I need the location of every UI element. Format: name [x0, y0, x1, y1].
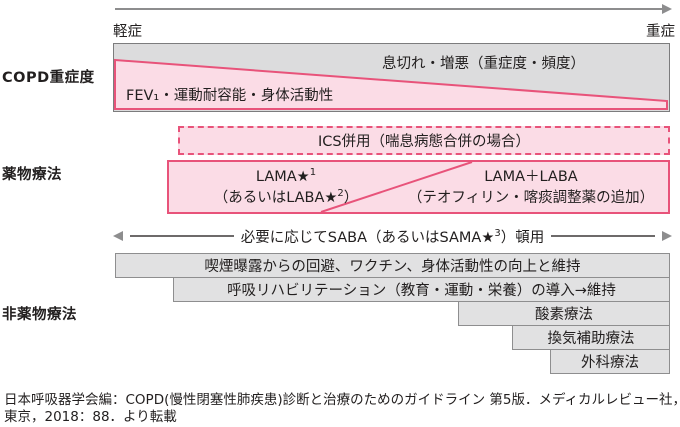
saba-arrow-line: 必要に応じてSABA（あるいはSAMA★3）頓用 — [113, 227, 672, 246]
axis-label-mild: 軽症 — [113, 24, 142, 40]
ics-box: ICS併用（喘息病態合併の場合） — [178, 126, 670, 155]
bronchodilator-box: LAMA★1 （あるいはLABA★2） LAMA＋LABA （テオフィリン・喀痰… — [167, 160, 670, 214]
bar-pulmonary-rehabilitation: 呼吸リハビリテーション（教育・運動・栄養）の導入→維持 — [173, 277, 670, 302]
citation-line2: 東京，2018：88．より転載 — [4, 409, 177, 425]
axis-label-severe: 重症 — [646, 24, 675, 40]
bar-surgical-therapy: 外科療法 — [550, 349, 670, 374]
row-label-copd-severity: COPD重症度 — [2, 70, 95, 86]
citation-line1: 日本呼吸器学会編：COPD(慢性閉塞性肺疾患)診断と治療のためのガイドライン 第… — [4, 392, 680, 408]
bronchodilator-right-cell: LAMA＋LABA （テオフィリン・喀痰調整薬の追加） — [396, 167, 666, 210]
row-label-non-pharmacotherapy: 非薬物療法 — [2, 307, 77, 323]
bar-ventilatory-support: 換気補助療法 — [512, 325, 670, 350]
severity-upper-text: 息切れ・増悪（重症度・頻度） — [382, 56, 585, 72]
arrow-shaft — [115, 8, 662, 10]
bronchodilator-diagonal — [320, 162, 473, 212]
row-label-pharmacotherapy: 薬物療法 — [2, 167, 62, 183]
arrow-right-icon — [662, 4, 672, 14]
lama-line2: （あるいはLABA★2） — [213, 188, 359, 207]
severity-split-box: 息切れ・増悪（重症度・頻度） FEV₁・運動耐容能・身体活動性 — [113, 43, 670, 112]
ics-box-text: ICS併用（喘息病態合併の場合） — [317, 134, 531, 150]
severity-pink-wedge — [114, 58, 668, 110]
lama-laba-line2: （テオフィリン・喀痰調整薬の追加） — [407, 190, 655, 207]
lama-laba-line1: LAMA＋LABA — [484, 169, 578, 185]
citation: 日本呼吸器学会編：COPD(慢性閉塞性肺疾患)診断と治療のためのガイドライン 第… — [4, 392, 680, 426]
arrow-shaft — [551, 235, 655, 237]
severity-lower-text: FEV₁・運動耐容能・身体活動性 — [126, 88, 334, 104]
bronchodilator-left-cell: LAMA★1 （あるいはLABA★2） — [171, 167, 401, 210]
bar-oxygen-therapy: 酸素療法 — [458, 301, 670, 326]
saba-text: 必要に応じてSABA（あるいはSAMA★3）頓用 — [240, 227, 545, 246]
lama-line1: LAMA★1 — [255, 167, 317, 185]
severity-axis-arrow — [115, 4, 672, 14]
arrow-left-icon — [113, 231, 123, 241]
arrow-shaft — [130, 235, 234, 237]
arrow-right-icon — [662, 231, 672, 241]
bar-smoking-avoidance: 喫煙曝露からの回避、ワクチン、身体活動性の向上と維持 — [115, 253, 670, 278]
